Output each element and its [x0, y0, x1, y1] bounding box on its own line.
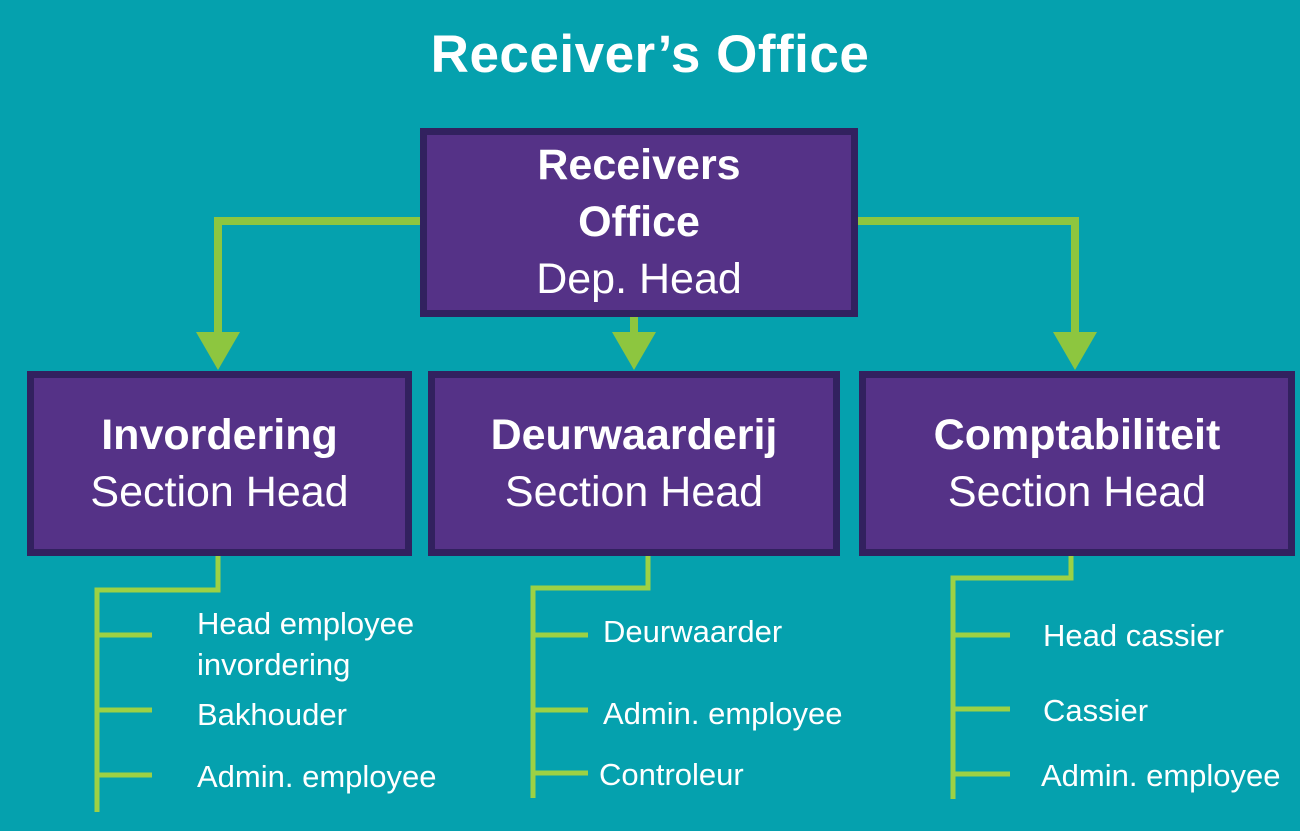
member-label: Admin. employee — [603, 696, 843, 731]
section-role: Section Head — [504, 467, 764, 516]
section-name: Invordering — [101, 410, 338, 459]
member-label: Admin. employee — [197, 759, 437, 794]
node-comptabiliteit: Comptabiliteit Section Head — [859, 371, 1295, 556]
branch-spine-deurwaarderij — [530, 554, 651, 798]
node-invordering: Invordering Section Head — [27, 371, 412, 556]
arrow-down-icon — [196, 332, 240, 370]
page-title: Receiver’s Office — [430, 25, 870, 84]
member-label: Bakhouder — [197, 697, 347, 732]
member-label: Cassier — [1043, 693, 1149, 728]
member-label: Deurwaarder — [603, 614, 783, 649]
member-label: Admin. employee — [1041, 758, 1281, 793]
arrow-down-icon — [1053, 332, 1097, 370]
connector-root-right — [858, 217, 1079, 334]
section-role: Section Head — [90, 467, 349, 516]
node-title-line: Receivers — [537, 141, 741, 189]
node-title-line: Office — [578, 198, 700, 246]
connector-root-left — [214, 217, 420, 334]
member-label: Controleur — [599, 757, 744, 792]
branch-spine-comptabiliteit — [950, 554, 1074, 799]
member-label: Head employee invordering — [197, 606, 415, 682]
node-receivers-office: Receivers Office Dep. Head — [420, 128, 858, 317]
section-name: Comptabiliteit — [933, 410, 1221, 459]
section-name: Deurwaarderij — [490, 410, 778, 459]
section-role: Section Head — [947, 467, 1207, 516]
node-subtitle: Dep. Head — [536, 255, 742, 303]
branch-spine-invordering — [94, 554, 221, 812]
arrow-down-icon — [612, 332, 656, 370]
node-deurwaarderij: Deurwaarderij Section Head — [428, 371, 840, 556]
member-label: Head cassier — [1043, 618, 1224, 653]
